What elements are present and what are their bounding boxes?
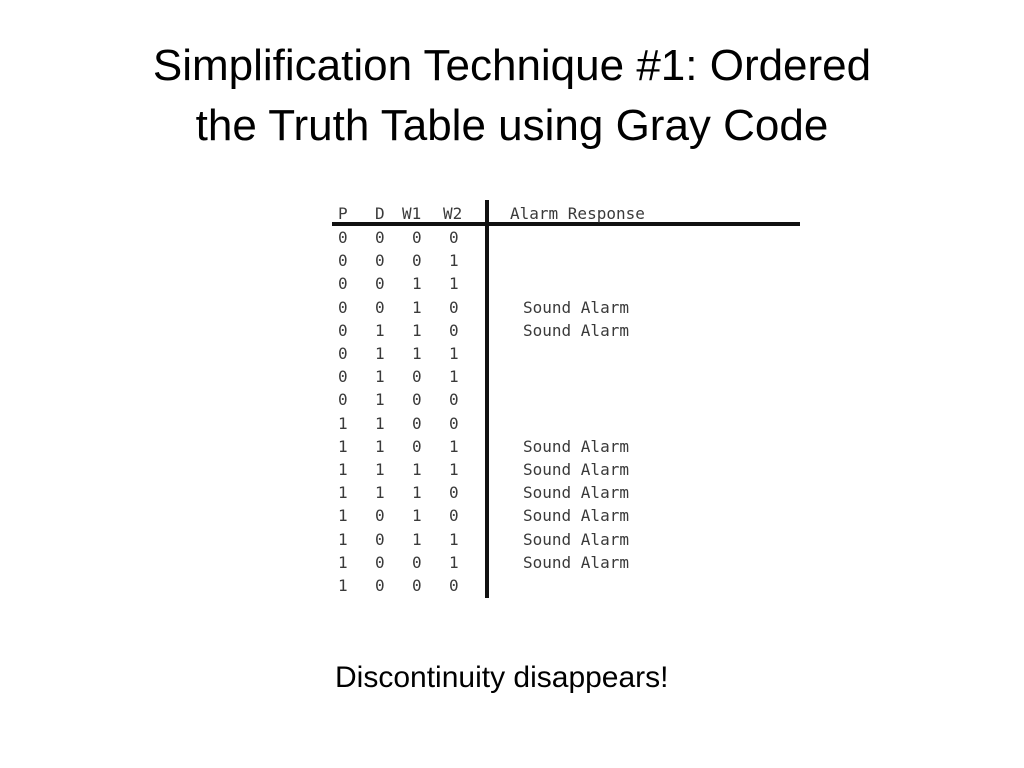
truth-cell-d: 0 [375,576,385,595]
truth-cell-d: 1 [375,413,385,433]
alarm-response-cell: Sound Alarm [523,297,629,317]
truth-cell-p: 1 [338,529,348,549]
truth-cell-p: 0 [338,274,348,294]
truth-cell-d: 0 [375,529,385,549]
slide-title-line-2: the Truth Table using Gray Code [195,101,829,150]
truth-cell-d: 0 [375,274,385,294]
alarm-response-cell: Sound Alarm [523,460,629,479]
truth-cell-p: 1 [338,436,348,456]
truth-cell-d: 1 [375,436,385,456]
truth-cell-w1: 1 [412,460,422,479]
truth-cell-w2: 1 [449,344,459,363]
truth-cell-w2: 1 [449,529,459,549]
truth-cell-w1: 0 [412,552,422,572]
truth-cell-w1: 0 [412,367,422,387]
truth-cell-w1: 1 [412,320,422,340]
truth-cell-w2: 0 [449,390,459,410]
slide-title-line-1: Simplification Technique #1: Ordered [152,41,872,90]
alarm-response-cell: Sound Alarm [523,529,629,549]
truth-cell-w1: 0 [412,413,422,433]
truth-cell-p: 0 [338,228,348,247]
truth-cell-w1: 0 [412,436,422,456]
truth-cell-w2: 1 [449,367,459,387]
truth-cell-w1: 1 [412,529,422,549]
truth-cell-w2: 1 [449,274,459,294]
truth-cell-d: 1 [375,344,385,363]
alarm-response-cell: Sound Alarm [523,552,629,572]
truth-cell-w2: 0 [449,413,459,433]
truth-cell-p: 1 [338,483,348,503]
truth-cell-p: 1 [338,506,348,526]
truth-cell-w2: 0 [449,506,459,526]
truth-cell-d: 0 [375,228,385,247]
truth-cell-p: 0 [338,390,348,410]
truth-cell-p: 0 [338,344,348,363]
truth-cell-d: 0 [375,297,385,317]
truth-table: P D W1 W2 Alarm Response 0 0 0 0 0 0 0 1 0 0 1 1 0 0 1… [332,200,802,600]
truth-cell-p: 1 [338,576,348,595]
slide-title: Simplification Technique #1: Ordered the… [40,36,984,156]
truth-cell-d: 1 [375,483,385,503]
header-w2: W2 [443,204,463,223]
truth-cell-w1: 0 [412,390,422,410]
truth-cell-d: 1 [375,390,385,410]
column-divider [485,200,489,598]
truth-cell-w2: 1 [449,436,459,456]
truth-cell-w2: 0 [449,320,459,340]
caption: Discontinuity disappears! [335,661,669,694]
truth-cell-w2: 1 [449,460,459,479]
truth-cell-p: 1 [338,460,348,479]
truth-cell-d: 1 [375,460,385,479]
alarm-response-cell: Sound Alarm [523,506,629,526]
truth-cell-d: 1 [375,367,385,387]
truth-cell-w1: 1 [412,483,422,503]
truth-cell-d: 0 [375,251,385,271]
truth-cell-w2: 0 [449,483,459,503]
truth-cell-p: 0 [338,320,348,340]
truth-cell-p: 1 [338,552,348,572]
header-w1: W1 [402,204,422,223]
truth-cell-w1: 1 [412,274,422,294]
truth-cell-w1: 1 [412,297,422,317]
truth-cell-w1: 0 [412,251,422,271]
truth-cell-w2: 0 [449,297,459,317]
truth-cell-d: 0 [375,506,385,526]
alarm-response-cell: Sound Alarm [523,436,629,456]
truth-cell-w1: 1 [412,506,422,526]
truth-cell-w2: 0 [449,576,459,595]
truth-cell-d: 1 [375,320,385,340]
truth-cell-w1: 0 [412,228,422,247]
truth-cell-p: 1 [338,413,348,433]
header-alarm-response: Alarm Response [510,204,645,223]
alarm-response-cell: Sound Alarm [523,483,629,503]
truth-cell-p: 0 [338,297,348,317]
truth-cell-p: 0 [338,367,348,387]
alarm-response-cell: Sound Alarm [523,320,629,340]
truth-cell-p: 0 [338,251,348,271]
truth-cell-w2: 1 [449,552,459,572]
truth-cell-w1: 0 [412,576,422,595]
truth-cell-d: 0 [375,552,385,572]
truth-cell-w1: 1 [412,344,422,363]
truth-cell-w2: 0 [449,228,459,247]
header-d: D [375,204,385,223]
header-divider [332,222,800,226]
header-p: P [338,204,348,223]
truth-cell-w2: 1 [449,251,459,271]
